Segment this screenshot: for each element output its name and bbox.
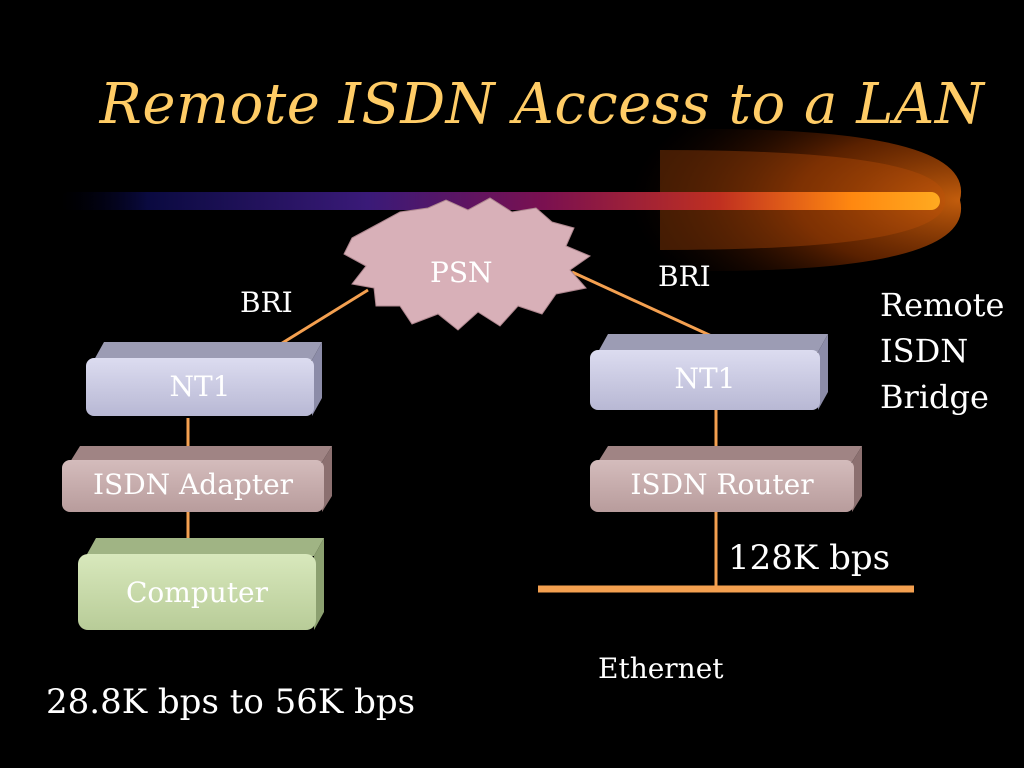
right-router-label: ISDN Router	[630, 468, 814, 501]
left-computer-label: Computer	[126, 576, 268, 609]
left-adapter-label: ISDN Adapter	[92, 468, 294, 501]
comet-decoration	[60, 128, 962, 272]
left-speed-label: 28.8K bps to 56K bps	[46, 682, 416, 722]
remote-bridge-caption: Remote ISDN Bridge	[880, 282, 1004, 420]
left-nt1-box	[86, 342, 322, 416]
psn-cloud	[343, 197, 592, 331]
slide-title: Remote ISDN Access to a LAN	[99, 72, 985, 137]
bridge-line-1: Remote	[880, 286, 1005, 324]
left-computer-box	[78, 538, 324, 630]
right-bri-label: BRI	[658, 260, 711, 293]
bridge-line-2: ISDN	[880, 332, 969, 370]
right-nt1-box	[590, 334, 828, 410]
left-adapter-box	[62, 446, 332, 512]
psn-label: PSN	[430, 256, 493, 289]
left-bri-label: BRI	[240, 286, 293, 319]
left-nt1-label: NT1	[169, 370, 231, 403]
ethernet-label: Ethernet	[598, 652, 724, 685]
bridge-line-3: Bridge	[880, 378, 989, 416]
right-nt1-label: NT1	[674, 362, 736, 395]
right-speed-label: 128K bps	[728, 538, 891, 578]
right-router-box	[590, 446, 862, 512]
